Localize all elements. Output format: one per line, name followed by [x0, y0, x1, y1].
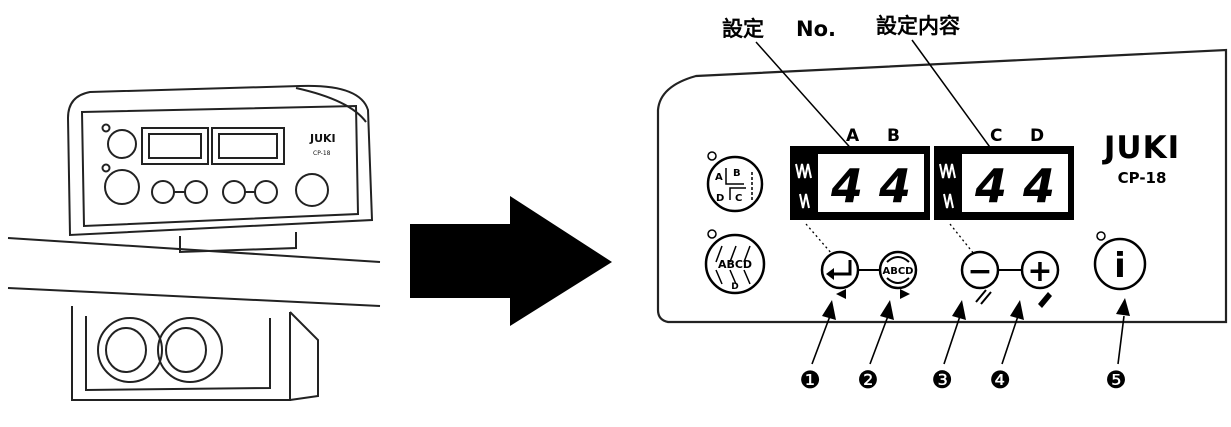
- display-letter-c: C: [990, 126, 1002, 146]
- pattern-a-letter-c: C: [735, 193, 742, 204]
- info-button-label: i: [1114, 246, 1126, 286]
- right-display: [934, 146, 1074, 220]
- plus-button-label: +: [1027, 254, 1052, 289]
- left-arrow-icon: [836, 289, 846, 299]
- callout-arrowheads: [822, 298, 1130, 320]
- callout-1: ❶: [799, 366, 821, 394]
- reset-slash-icon: [975, 289, 992, 305]
- right-display-digits: 4 4: [974, 159, 1055, 213]
- pattern-select-button-a[interactable]: [706, 151, 764, 213]
- dotted-connector-left: [805, 223, 833, 255]
- callout-2: ❷: [857, 366, 879, 394]
- enter-button[interactable]: [820, 250, 860, 290]
- callout-5: ❺: [1105, 366, 1127, 394]
- setting-content-label: 設定内容: [876, 14, 960, 38]
- pattern-b-text: ABCD: [718, 258, 752, 271]
- pencil-icon: [1038, 292, 1052, 308]
- abcd-button[interactable]: [878, 250, 918, 290]
- right-arrow-icon: [900, 289, 910, 299]
- pattern-a-letter-a: A: [715, 172, 723, 183]
- display-letter-b: B: [887, 126, 900, 146]
- display-letter-d: D: [1030, 126, 1044, 146]
- callout-3: ❸: [931, 366, 953, 394]
- small-panel-illustration: [7, 84, 381, 401]
- setting-no-label: 設定: [722, 17, 764, 41]
- callout-4: ❹: [989, 366, 1011, 394]
- pattern-b-letter-d: D: [731, 282, 738, 292]
- minus-button-label: −: [967, 254, 992, 289]
- left-display-digits: 4 4: [830, 159, 911, 213]
- pattern-select-button-b[interactable]: [704, 229, 766, 295]
- info-button[interactable]: [1093, 231, 1147, 291]
- no-label: No.: [796, 17, 836, 41]
- abcd-button-label: ABCD: [882, 266, 913, 277]
- display-letter-a: A: [846, 126, 860, 146]
- pattern-a-letter-b: B: [733, 168, 741, 179]
- callout-arrows: [811, 315, 1125, 365]
- panel-brand: JUKI: [1102, 130, 1180, 166]
- dotted-connector-right: [949, 223, 975, 255]
- left-display: [790, 146, 930, 220]
- plus-button[interactable]: [1020, 250, 1060, 290]
- pattern-a-letter-d: D: [716, 193, 724, 204]
- small-panel-model: CP-18: [313, 150, 331, 157]
- small-panel-brand: JUKI: [309, 132, 336, 145]
- arrow-right-icon: [410, 196, 612, 326]
- panel-model: CP-18: [1118, 169, 1167, 187]
